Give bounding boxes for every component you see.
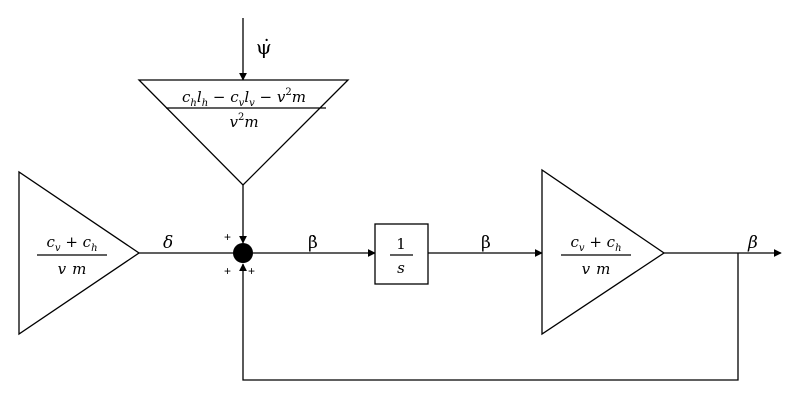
feedback-path — [239, 253, 739, 381]
yaw-rate-label: ψ̇ — [256, 35, 272, 59]
steer-angle-label: δ — [163, 233, 173, 253]
gain-right-triangle — [541, 168, 666, 336]
sum-sign-bottom-right: + — [248, 264, 255, 278]
gain-top-triangle — [137, 79, 350, 186]
gain-right-numerator: cv + ch — [570, 233, 621, 254]
beta-dot-label: β̇ — [308, 233, 318, 253]
sum-sign-top: + — [224, 230, 231, 244]
summing-junction — [233, 243, 253, 263]
gain-left-triangle — [18, 170, 141, 336]
beta-label: β — [481, 233, 491, 253]
integrator-block — [374, 223, 429, 285]
integrator-numerator: 1 — [396, 235, 406, 253]
integrator-denominator: s — [397, 259, 405, 277]
sum-sign-bottom-left: + — [224, 264, 231, 278]
output-beta-label: β — [747, 233, 758, 253]
gain-top-numerator: chlh − cvlv − v2m — [182, 87, 306, 109]
gain-left-numerator: cv + ch — [46, 233, 97, 254]
gain-top-denominator: v2m — [229, 112, 258, 131]
